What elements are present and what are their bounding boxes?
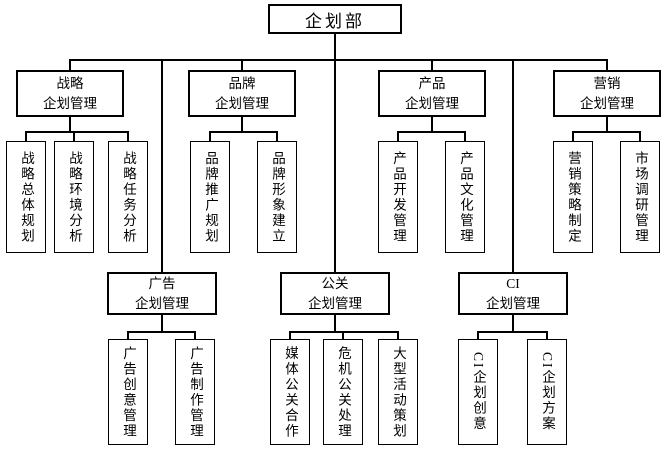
org-node-marketing-strategy-formulation: 营销策略制定 bbox=[553, 141, 593, 253]
connector-brand-down bbox=[241, 117, 243, 131]
connector-bar-strategy bbox=[26, 131, 129, 133]
connector-leaf-drop bbox=[477, 331, 479, 339]
org-node-ad-creative-mgmt: 广告创意管理 bbox=[108, 339, 148, 445]
connector-leaf-drop bbox=[639, 131, 641, 141]
org-node-crisis-pr-handling: 危机公关处理 bbox=[323, 339, 363, 445]
connector-pr-down bbox=[334, 315, 336, 331]
connector-drop-strategy bbox=[69, 59, 71, 70]
connector-drop-brand bbox=[241, 59, 243, 70]
org-node-ci-planning-proposal: CI企划方案 bbox=[527, 339, 567, 445]
connector-top-bar bbox=[70, 59, 608, 61]
connector-leaf-drop bbox=[572, 131, 574, 141]
connector-long-ci bbox=[512, 59, 514, 272]
connector-leaf-drop bbox=[25, 131, 27, 141]
org-node-marketing-planning-mgmt: 营销 企划管理 bbox=[553, 70, 661, 117]
org-node-market-research-mgmt: 市场调研管理 bbox=[620, 141, 660, 253]
connector-ad-down bbox=[161, 315, 163, 331]
connector-leaf-drop bbox=[397, 331, 399, 339]
connector-leaf-drop bbox=[127, 331, 129, 339]
connector-root-to-pr bbox=[334, 34, 336, 272]
org-node-product-development-mgmt: 产品开发管理 bbox=[378, 141, 418, 253]
connector-bar-ci bbox=[478, 331, 548, 333]
org-node-ad-planning-mgmt: 广告 企划管理 bbox=[107, 272, 217, 315]
connector-bar-marketing bbox=[573, 131, 641, 133]
connector-long-ad bbox=[161, 59, 163, 272]
org-node-ad-production-mgmt: 广告制作管理 bbox=[175, 339, 215, 445]
connector-leaf-drop bbox=[73, 131, 75, 141]
connector-drop-marketing bbox=[606, 59, 608, 70]
org-node-strategy-environment-analysis: 战略环境分析 bbox=[54, 141, 94, 253]
connector-leaf-drop bbox=[464, 131, 466, 141]
connector-product-down bbox=[431, 117, 433, 131]
connector-leaf-drop bbox=[397, 131, 399, 141]
org-node-planning-department: 企划部 bbox=[268, 4, 402, 34]
connector-leaf-drop bbox=[546, 331, 548, 339]
org-node-brand-planning-mgmt: 品牌 企划管理 bbox=[188, 70, 296, 117]
org-node-pr-planning-mgmt: 公关 企划管理 bbox=[280, 272, 390, 315]
connector-leaf-drop bbox=[276, 131, 278, 141]
org-node-ci-planning-creative: CI企划创意 bbox=[458, 339, 498, 445]
org-node-strategy-overall-planning: 战略总体规划 bbox=[6, 141, 46, 253]
connector-bar-brand bbox=[210, 131, 278, 133]
connector-ci-down bbox=[512, 315, 514, 331]
connector-leaf-drop bbox=[289, 331, 291, 339]
org-node-ci-planning-mgmt: CI 企划管理 bbox=[458, 272, 568, 315]
org-node-product-culture-mgmt: 产品文化管理 bbox=[445, 141, 485, 253]
connector-leaf-drop bbox=[194, 331, 196, 339]
org-node-brand-promotion-planning: 品牌推广规划 bbox=[190, 141, 230, 253]
connector-leaf-drop bbox=[342, 331, 344, 339]
connector-bar-ad bbox=[128, 331, 196, 333]
org-node-strategy-task-analysis: 战略任务分析 bbox=[108, 141, 148, 253]
org-node-large-event-planning: 大型活动策划 bbox=[378, 339, 418, 445]
org-node-strategy-planning-mgmt: 战略 企划管理 bbox=[16, 70, 124, 117]
connector-bar-product bbox=[398, 131, 466, 133]
connector-marketing-down bbox=[606, 117, 608, 131]
org-node-media-pr-cooperation: 媒体公关合作 bbox=[270, 339, 310, 445]
connector-leaf-drop bbox=[127, 131, 129, 141]
connector-leaf-drop bbox=[209, 131, 211, 141]
org-node-product-planning-mgmt: 产品 企划管理 bbox=[378, 70, 486, 117]
connector-drop-product bbox=[431, 59, 433, 70]
connector-bar-pr bbox=[290, 331, 399, 333]
connector-strategy-down bbox=[69, 117, 71, 131]
org-node-brand-image-building: 品牌形象建立 bbox=[257, 141, 297, 253]
